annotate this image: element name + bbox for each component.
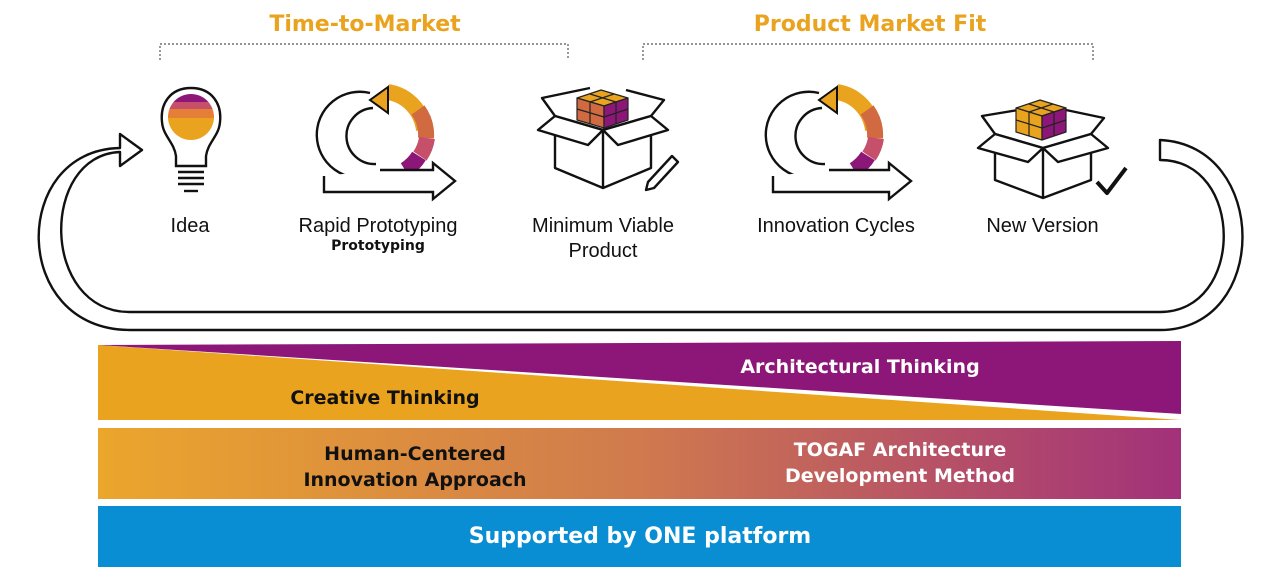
box-cube-check-icon [976, 99, 1128, 200]
creative-thinking-label: Creative Thinking [290, 387, 480, 409]
human-centered-label: Human-Centered Innovation Approach [303, 443, 527, 491]
product-market-fit-bracket [642, 43, 1094, 60]
box-cube-pencil-icon [536, 86, 680, 192]
step-label-idea: Idea [170, 215, 210, 237]
cycle-arrow-icon-1 [315, 84, 457, 202]
time-to-market-header: Time-to-Market [269, 12, 461, 37]
method-band [98, 428, 1181, 499]
loop-arrow [37, 132, 1244, 332]
step-label-new-version: New Version [986, 215, 1099, 237]
creative-thinking-band [98, 345, 1181, 420]
togaf-label: TOGAF Architecture Development Method [784, 439, 1016, 487]
step-label-mvp: Minimum Viable Product [532, 215, 674, 262]
step-label-innovation-cycles: Innovation Cycles [757, 215, 915, 237]
step-label-rapid-prototyping: Rapid Prototyping [298, 215, 458, 237]
cycle-arrow-icon-2 [764, 84, 913, 202]
architectural-thinking-label: Architectural Thinking [740, 356, 980, 378]
time-to-market-bracket [159, 43, 569, 60]
platform-label: Supported by ONE platform [468, 524, 812, 549]
platform-band [98, 506, 1181, 567]
lightbulb-icon [160, 86, 222, 193]
step-sublabel-prototyping: Prototyping [331, 238, 425, 254]
architectural-thinking-band [98, 341, 1181, 414]
product-market-fit-header: Product Market Fit [753, 12, 987, 37]
